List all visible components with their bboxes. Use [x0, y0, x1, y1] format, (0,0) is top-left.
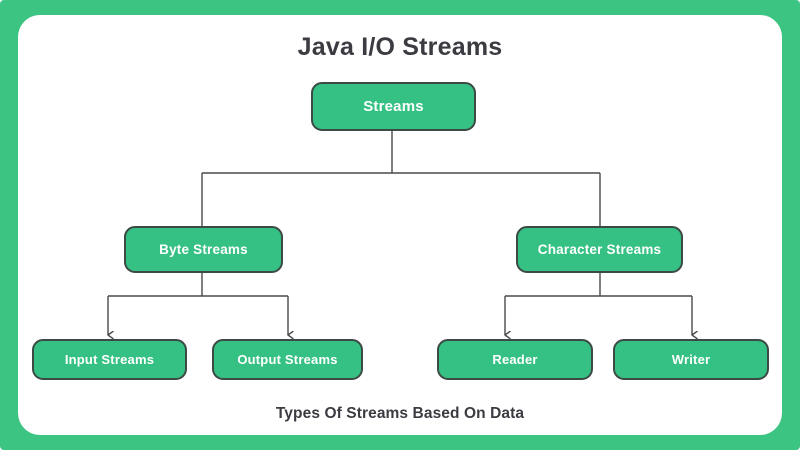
node-byte-streams[interactable]: Byte Streams: [124, 226, 283, 273]
node-streams-label: Streams: [363, 98, 424, 115]
node-reader-label: Reader: [492, 352, 538, 367]
node-reader[interactable]: Reader: [437, 339, 593, 380]
node-output-streams-label: Output Streams: [237, 352, 338, 367]
page-title: Java I/O Streams: [297, 33, 503, 61]
node-writer-label: Writer: [671, 352, 711, 367]
node-character-streams-label: Character Streams: [537, 242, 662, 257]
diagram-card: Java I/O Streams: [18, 15, 782, 435]
node-character-streams[interactable]: Character Streams: [516, 226, 683, 273]
node-byte-streams-label: Byte Streams: [159, 242, 248, 257]
diagram-caption: Types Of Streams Based On Data: [275, 405, 525, 422]
node-input-streams[interactable]: Input Streams: [32, 339, 187, 380]
node-input-streams-label: Input Streams: [64, 352, 155, 367]
diagram-canvas: Java I/O Streams: [18, 15, 782, 435]
node-streams[interactable]: Streams: [311, 82, 476, 131]
node-output-streams[interactable]: Output Streams: [212, 339, 363, 380]
node-writer[interactable]: Writer: [613, 339, 769, 380]
